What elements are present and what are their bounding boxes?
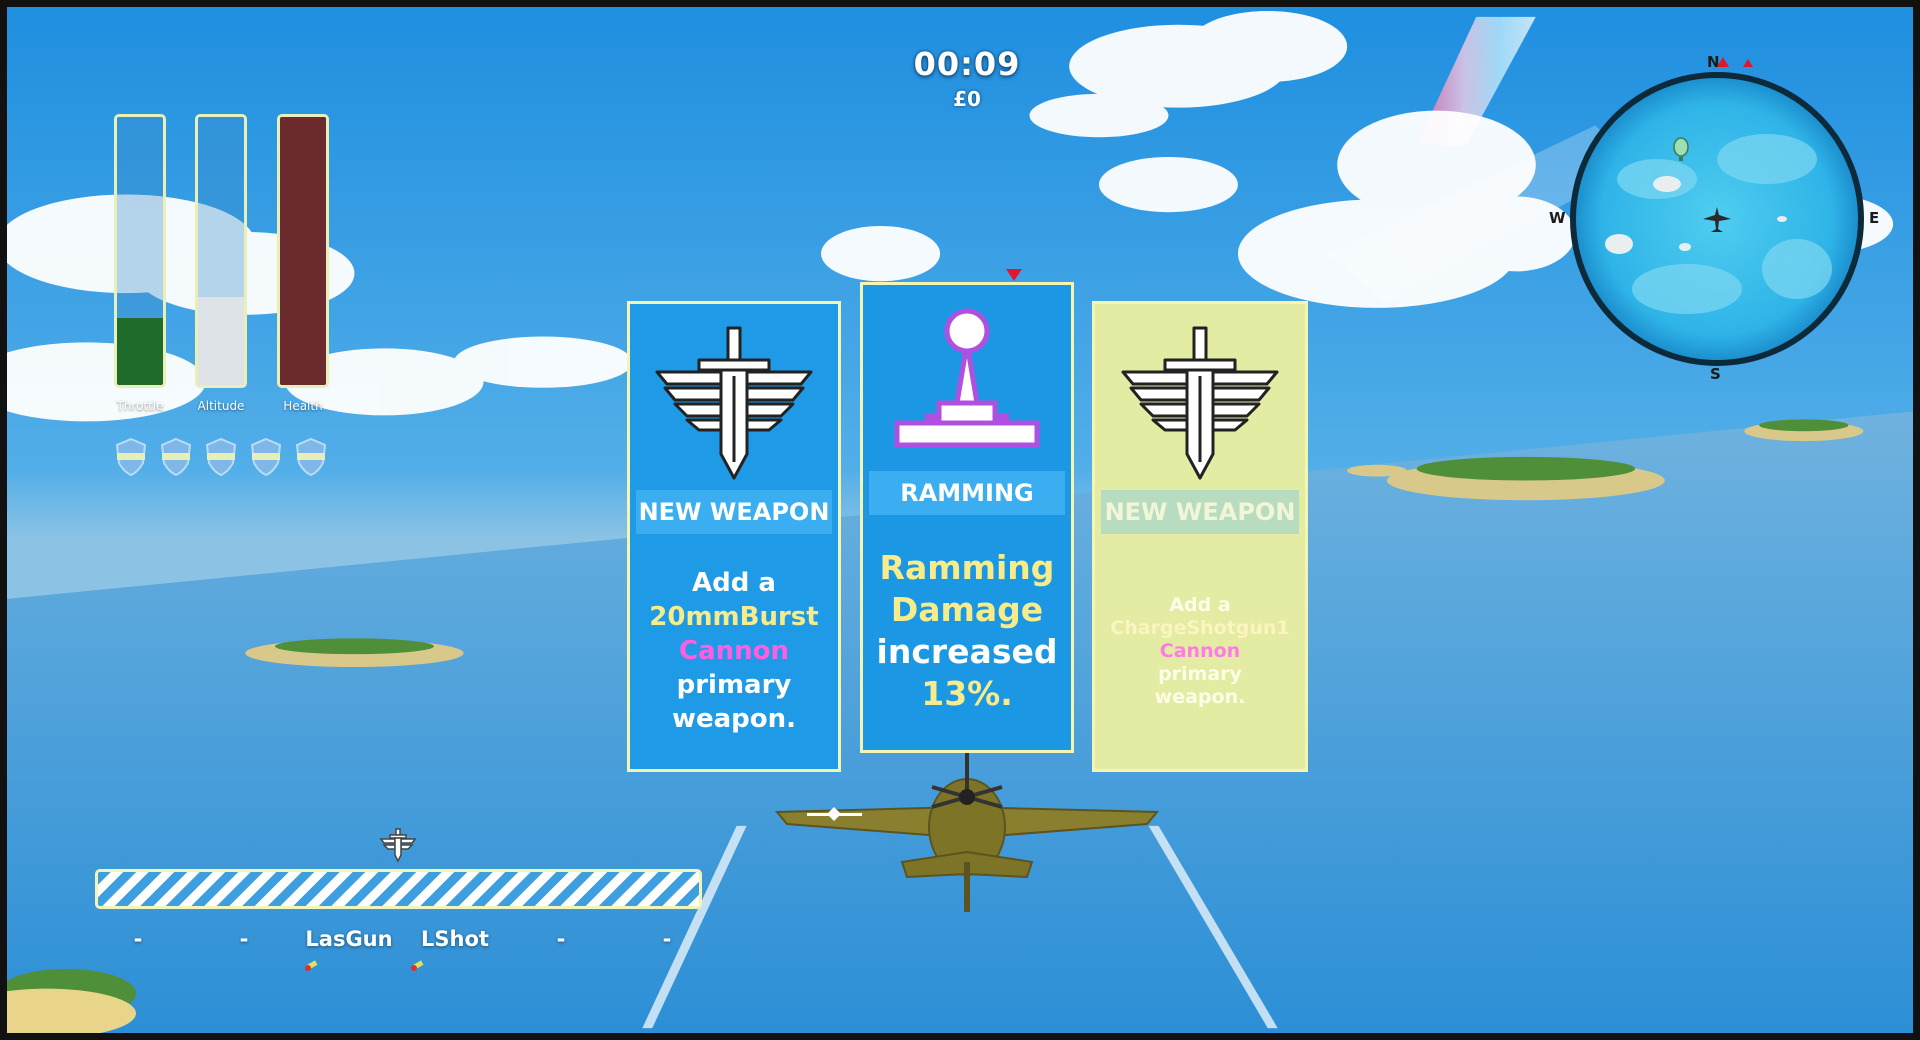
money-counter: £0 — [953, 87, 981, 111]
shield-icon — [250, 437, 282, 477]
weapon-slot-6[interactable]: - — [662, 927, 672, 951]
description-line: Damage — [890, 590, 1044, 629]
upgrade-card-description: Ramming Damage increased 13%. — [869, 547, 1065, 715]
throttle-gauge — [114, 114, 166, 388]
compass-south: S — [1710, 365, 1721, 383]
player-plane — [774, 752, 1160, 912]
weapon-type: Cannon — [678, 636, 790, 666]
upgrade-card-title: NEW WEAPON — [636, 490, 832, 534]
weapon-name: ChargeShotgun1 — [1110, 617, 1290, 639]
upgrade-card-ramming[interactable]: RAMMING Ramming Damage increased 13%. — [860, 282, 1074, 753]
description-line: primary — [1158, 663, 1242, 685]
shield-icon — [160, 437, 192, 477]
weapon-wings-icon — [379, 828, 417, 863]
description-line: weapon. — [1154, 686, 1246, 708]
mission-timer: 00:09 — [913, 45, 1021, 83]
shield-pips — [114, 437, 328, 477]
winged-sword-icon — [1121, 326, 1279, 480]
altitude-label: Altitude — [197, 399, 245, 413]
weapon-slot-5[interactable]: - — [556, 927, 566, 951]
throttle-label: Throttle — [116, 399, 164, 413]
upgrade-card-description: Add a ChargeShotgun1 Cannon primary weap… — [1101, 594, 1299, 709]
weapon-name: 20mmBurst — [649, 602, 819, 632]
description-line: Add a — [1169, 594, 1231, 616]
weapon-charge-bar — [95, 869, 702, 909]
enemy-marker-icon — [1717, 57, 1753, 67]
upgrade-card-description: Add a 20mmBurst Cannon primary weapon. — [636, 566, 832, 736]
upgrade-card-new-weapon-1[interactable]: NEW WEAPON Add a 20mmBurst Cannon primar… — [627, 301, 841, 772]
weapon-slot-3[interactable]: LasGun — [305, 927, 393, 951]
shield-icon — [115, 437, 147, 477]
joystick-icon — [894, 308, 1040, 448]
compass-north: N — [1707, 53, 1720, 71]
description-line: Add a — [692, 568, 776, 598]
upgrade-card-title: RAMMING — [869, 471, 1065, 515]
selection-marker-icon — [1006, 269, 1022, 281]
health-gauge — [277, 114, 329, 388]
description-line: Ramming — [879, 548, 1055, 587]
altitude-gauge-fill — [198, 296, 244, 385]
weapon-slot-2[interactable]: - — [239, 927, 249, 951]
description-line: 13%. — [921, 674, 1013, 713]
minimap-globe — [1570, 72, 1864, 366]
balloon-icon — [1673, 137, 1689, 161]
shield-icon — [295, 437, 327, 477]
description-line: weapon. — [671, 704, 797, 734]
health-gauge-fill — [280, 117, 326, 385]
upgrade-card-new-weapon-2[interactable]: NEW WEAPON Add a ChargeShotgun1 Cannon p… — [1092, 301, 1308, 772]
altitude-gauge — [195, 114, 247, 388]
description-line: primary — [676, 670, 792, 700]
health-label: Health — [283, 399, 323, 413]
description-line: increased — [876, 632, 1058, 671]
weapon-slot-1[interactable]: - — [133, 927, 143, 951]
throttle-gauge-fill — [117, 318, 163, 385]
shield-icon — [205, 437, 237, 477]
upgrade-card-title: NEW WEAPON — [1101, 490, 1299, 534]
compass-west: W — [1549, 209, 1566, 227]
winged-sword-icon — [655, 326, 813, 480]
ammo-icon — [411, 960, 424, 971]
weapon-slot-4[interactable]: LShot — [421, 927, 489, 951]
minimap: N S E W — [1549, 53, 1879, 383]
compass-east: E — [1869, 209, 1880, 227]
ammo-icon — [305, 960, 318, 971]
weapon-type: Cannon — [1159, 640, 1241, 662]
